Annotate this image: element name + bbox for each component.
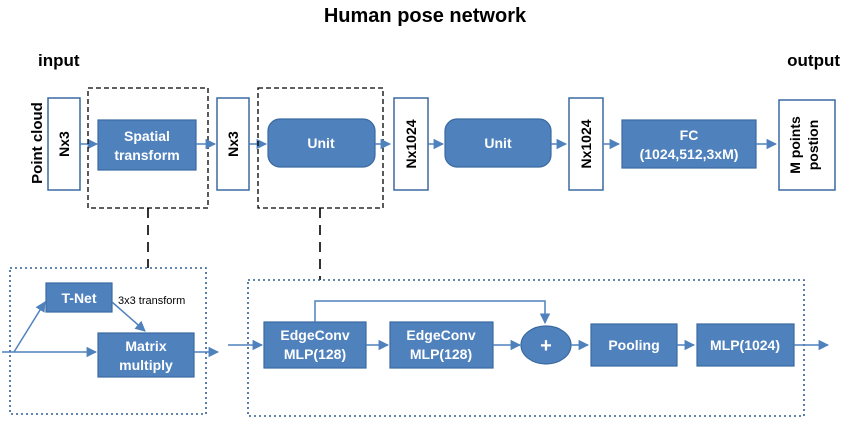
unit-block-1 [267,118,376,168]
diagram-title: Human pose network [324,5,527,27]
spatial-transform-line2: transform [114,147,179,163]
skip-connection-arrow [314,300,551,325]
edgeconv1-line2: MLP(128) [284,346,346,362]
add-node-label: + [540,335,552,357]
edgeconv2-line1: EdgeConv [406,327,475,343]
nx1024-label-1: Nx1024 [403,119,419,168]
unit-block-2 [444,118,552,168]
input-label: input [38,51,80,70]
mlp-block [696,323,795,367]
fc-line1: FC [680,127,699,143]
output-box [778,99,836,191]
spatial-transform-block [97,119,197,171]
arrow-tnet-to-matrix [111,301,146,332]
output-box-line1: M points [787,116,803,174]
nx3-transformed-box [216,97,250,191]
mlp-label: MLP(1024) [710,337,780,353]
pooling-block [590,323,678,367]
matrix-line1: Matrix [125,338,166,354]
matrix-multiply-block [97,332,195,378]
spatial-detail-panel [9,267,207,415]
nx1024-box-1 [393,97,429,191]
fc-block [621,119,757,169]
fc-line2: (1024,512,3xM) [640,146,739,162]
unit-detail-panel [247,279,805,417]
edgeconv1-line1: EdgeConv [280,327,349,343]
tnet-block [45,282,113,313]
unit-block-1-label: Unit [307,135,335,151]
edgeconv2-line2: MLP(128) [410,346,472,362]
nx3-transformed-label: Nx3 [225,131,241,157]
unit-block-2-label: Unit [484,135,512,151]
nx1024-label-2: Nx1024 [578,119,594,168]
matrix-line2: multiply [119,357,173,373]
spatial-transform-line1: Spatial [124,128,170,144]
arrow-in-to-tnet [13,301,46,353]
output-box-line2: postion [805,120,821,171]
transform-note: 3x3 transform [118,295,185,307]
point-cloud-label: Point cloud [29,102,46,184]
tnet-label: T-Net [62,290,97,306]
pooling-label: Pooling [608,337,659,353]
nx3-input-label: Nx3 [56,131,72,157]
output-label: output [787,51,840,70]
nx3-input-box [47,97,81,191]
